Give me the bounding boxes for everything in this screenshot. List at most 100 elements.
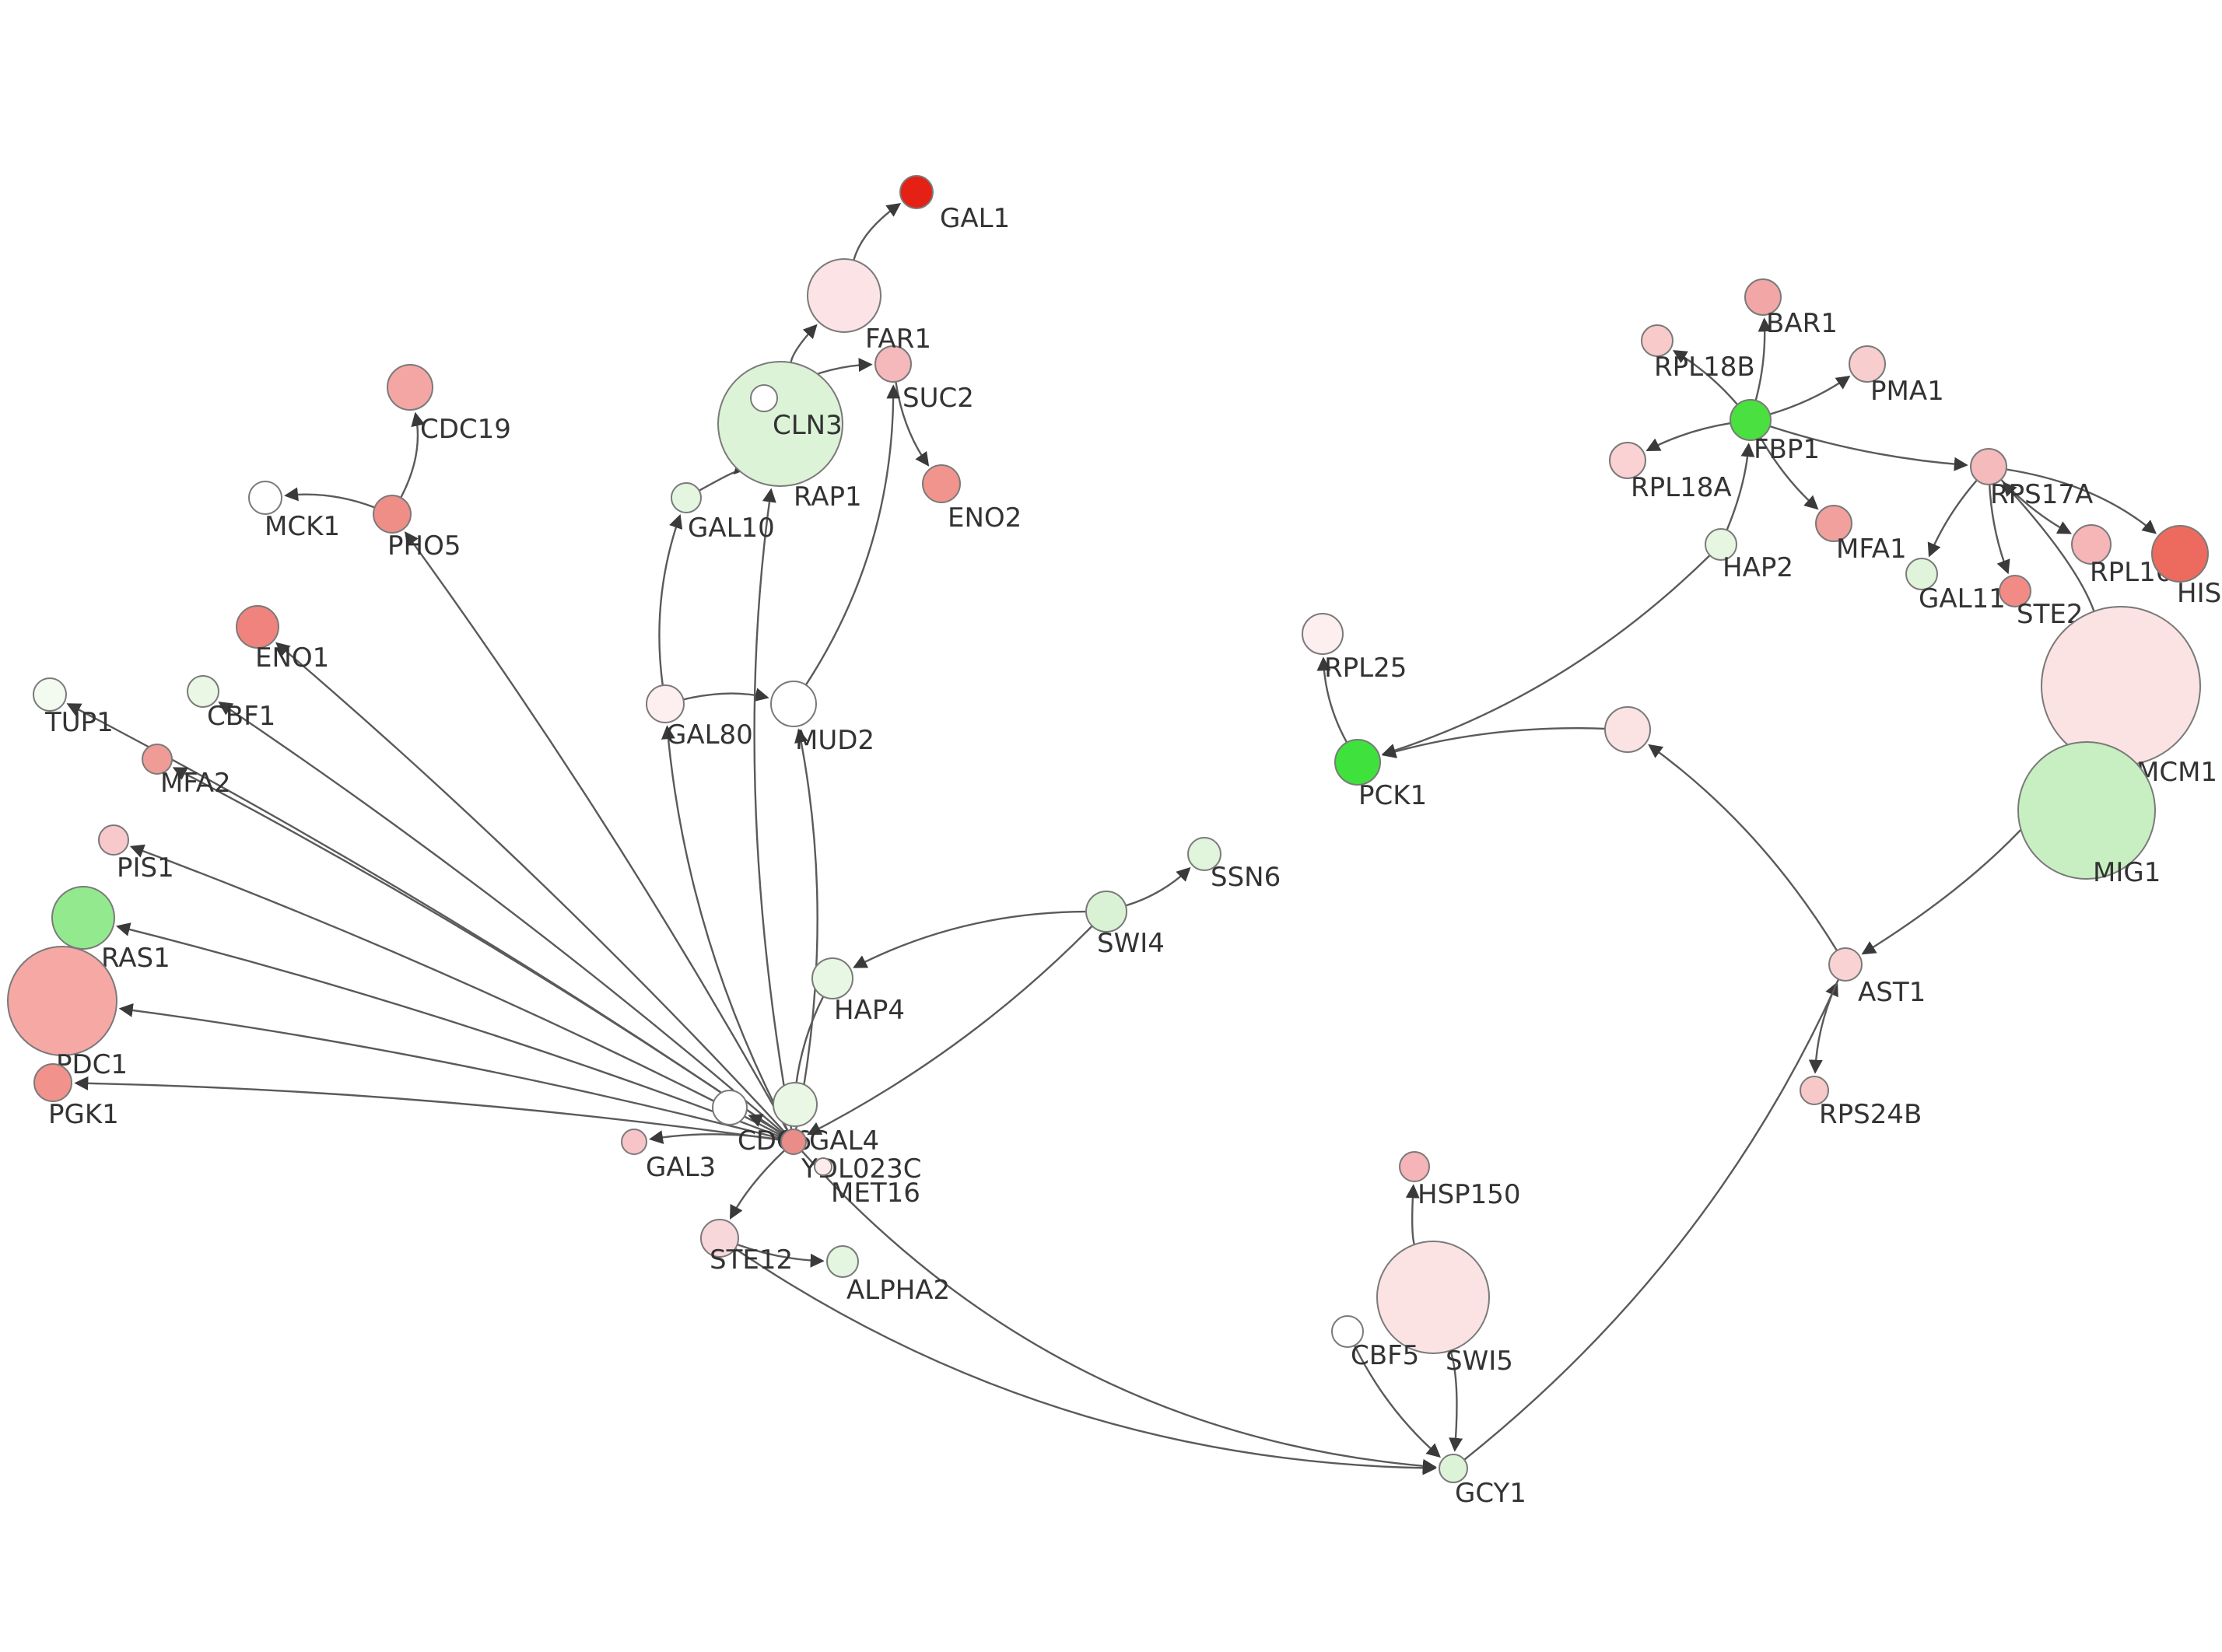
- edge-STE12-ALPHA2[interactable]: [737, 1243, 825, 1268]
- edge-HAP2-PCK1[interactable]: [1381, 555, 1711, 758]
- edge-GAL4-PIS1[interactable]: [129, 844, 783, 1137]
- edge-MCM1-RPS17A[interactable]: [2002, 481, 2095, 612]
- edge-STE12-GCY1[interactable]: [734, 1248, 1437, 1475]
- edge-SWI5-HSP150[interactable]: [1405, 1184, 1420, 1245]
- edge-SWI4-GAL4[interactable]: [807, 925, 1093, 1136]
- node-PGK1[interactable]: [33, 1063, 72, 1102]
- node-ENO1[interactable]: [236, 605, 279, 649]
- node-ALPHA2[interactable]: [826, 1245, 859, 1278]
- node-MFA1[interactable]: [1815, 505, 1852, 542]
- edge-GAL4-PDC1[interactable]: [118, 1003, 782, 1140]
- edge-GAL4-PHO5[interactable]: [405, 531, 789, 1132]
- edge-FBP1-MFA1[interactable]: [1759, 437, 1819, 510]
- node-SUC2[interactable]: [874, 345, 912, 383]
- node-PIS1[interactable]: [98, 824, 129, 856]
- node-TUP1[interactable]: [33, 677, 67, 712]
- node-GAL11[interactable]: [1905, 558, 1938, 590]
- node-MET16[interactable]: [814, 1157, 832, 1176]
- edge-FBP1-PMA1[interactable]: [1769, 375, 1851, 415]
- node-GAL4[interactable]: [780, 1129, 807, 1155]
- node-RPL18B[interactable]: [1641, 324, 1674, 357]
- node-MFA2[interactable]: [142, 744, 173, 775]
- edge-GAL4-GAL80[interactable]: [661, 725, 789, 1132]
- edge-GAL4-CDC6[interactable]: [748, 1114, 784, 1136]
- node-MCM1[interactable]: [2041, 606, 2201, 766]
- node-RPS24B[interactable]: [1800, 1076, 1829, 1105]
- edge-GAL10-CLN3[interactable]: [699, 459, 748, 492]
- node-GAL80[interactable]: [646, 684, 685, 723]
- edge-CBF5-GCY1[interactable]: [1353, 1345, 1441, 1458]
- node-HAP2[interactable]: [1705, 528, 1737, 561]
- node-unlabeled[interactable]: [1604, 706, 1651, 753]
- node-PHO5[interactable]: [373, 495, 412, 534]
- node-AST1[interactable]: [1828, 947, 1863, 982]
- node-SWI5[interactable]: [1376, 1241, 1490, 1354]
- edge-RPS17A-HIS4[interactable]: [2006, 468, 2157, 534]
- edge-HAP2-FBP1[interactable]: [1726, 443, 1755, 530]
- node-STE2[interactable]: [1999, 575, 2031, 607]
- node-GAL3[interactable]: [621, 1129, 647, 1155]
- edge-GAL80-GAL10[interactable]: [658, 514, 683, 686]
- node-HAP4[interactable]: [811, 957, 853, 999]
- edge-PHO5-CDC19[interactable]: [400, 411, 426, 499]
- node-RAP1[interactable]: [750, 384, 778, 412]
- node-STE12[interactable]: [700, 1219, 739, 1258]
- edge-FBP1-BAR1[interactable]: [1754, 317, 1772, 401]
- node-GAL10[interactable]: [671, 482, 702, 513]
- node-SSN6[interactable]: [1187, 837, 1221, 871]
- edge-UNLABELED-PCK1[interactable]: [1382, 726, 1606, 758]
- edge-GAL4-MUD2[interactable]: [794, 728, 818, 1130]
- node-RAS1[interactable]: [51, 886, 115, 950]
- edge-GAL4-MFA2[interactable]: [172, 767, 784, 1136]
- node-MCK1[interactable]: [248, 481, 282, 515]
- edge-GAL4-PGK1[interactable]: [74, 1076, 782, 1141]
- edge-GAL4-STE12[interactable]: [730, 1150, 786, 1220]
- edge-FBP1-RPL18A[interactable]: [1645, 422, 1731, 451]
- node-RPL16A[interactable]: [2071, 524, 2112, 565]
- node-YDL023C[interactable]: [773, 1082, 818, 1127]
- edge-GCY1-AST1[interactable]: [1463, 982, 1838, 1461]
- node-PDC1[interactable]: [7, 946, 117, 1056]
- node-MIG1[interactable]: [2017, 741, 2156, 880]
- node-SWI4[interactable]: [1085, 891, 1127, 933]
- edge-PCK1-RPL25[interactable]: [1316, 656, 1348, 744]
- edge-SWI4-SSN6[interactable]: [1125, 866, 1191, 907]
- node-PCK1[interactable]: [1334, 739, 1381, 786]
- node-HIS4[interactable]: [2151, 525, 2209, 583]
- node-GCY1[interactable]: [1439, 1454, 1468, 1483]
- edge-GAL4-GAL3[interactable]: [649, 1130, 782, 1144]
- edge-GAL4-ENO1[interactable]: [275, 642, 786, 1134]
- node-RPL25[interactable]: [1302, 613, 1344, 655]
- edge-GAL4-CLN3[interactable]: [753, 488, 793, 1130]
- edge-AST1-RPS24B[interactable]: [1808, 978, 1840, 1074]
- edge-RPS17A-STE2[interactable]: [1989, 484, 2010, 575]
- edge-GAL4-CBF1[interactable]: [218, 701, 785, 1135]
- edge-GAL4-RAS1[interactable]: [115, 922, 783, 1139]
- node-BAR1[interactable]: [1744, 278, 1782, 316]
- node-MUD2[interactable]: [770, 681, 817, 727]
- node-RPL18A[interactable]: [1609, 442, 1646, 479]
- edge-FBP1-RPL18B[interactable]: [1672, 350, 1739, 405]
- node-CBF1[interactable]: [187, 675, 219, 708]
- edge-RPS17A-GAL11[interactable]: [1927, 479, 1978, 558]
- edge-PHO5-MCK1[interactable]: [284, 487, 376, 509]
- node-CDC6[interactable]: [712, 1090, 748, 1125]
- node-CLN3[interactable]: [717, 361, 843, 487]
- edge-FBP1-RPS17A[interactable]: [1769, 425, 1968, 471]
- edge-GAL4-GCY1[interactable]: [801, 1150, 1437, 1473]
- edge-MUD2-SUC2[interactable]: [804, 384, 901, 686]
- node-ENO2[interactable]: [922, 464, 961, 503]
- edge-AST1-UNLABELED[interactable]: [1648, 744, 1838, 951]
- node-CBF5[interactable]: [1331, 1315, 1364, 1348]
- node-FBP1[interactable]: [1730, 399, 1772, 441]
- edge-CLN3-FAR1[interactable]: [790, 324, 818, 363]
- node-CDC19[interactable]: [387, 364, 433, 411]
- edge-GAL80-MUD2[interactable]: [683, 688, 769, 702]
- node-RPS17A[interactable]: [1970, 448, 2007, 485]
- node-HSP150[interactable]: [1399, 1151, 1430, 1182]
- edge-SWI5-GCY1[interactable]: [1449, 1350, 1463, 1452]
- edge-FAR1-GAL1[interactable]: [853, 203, 902, 261]
- edge-SWI4-HAP4[interactable]: [853, 910, 1087, 968]
- node-FAR1[interactable]: [807, 258, 881, 333]
